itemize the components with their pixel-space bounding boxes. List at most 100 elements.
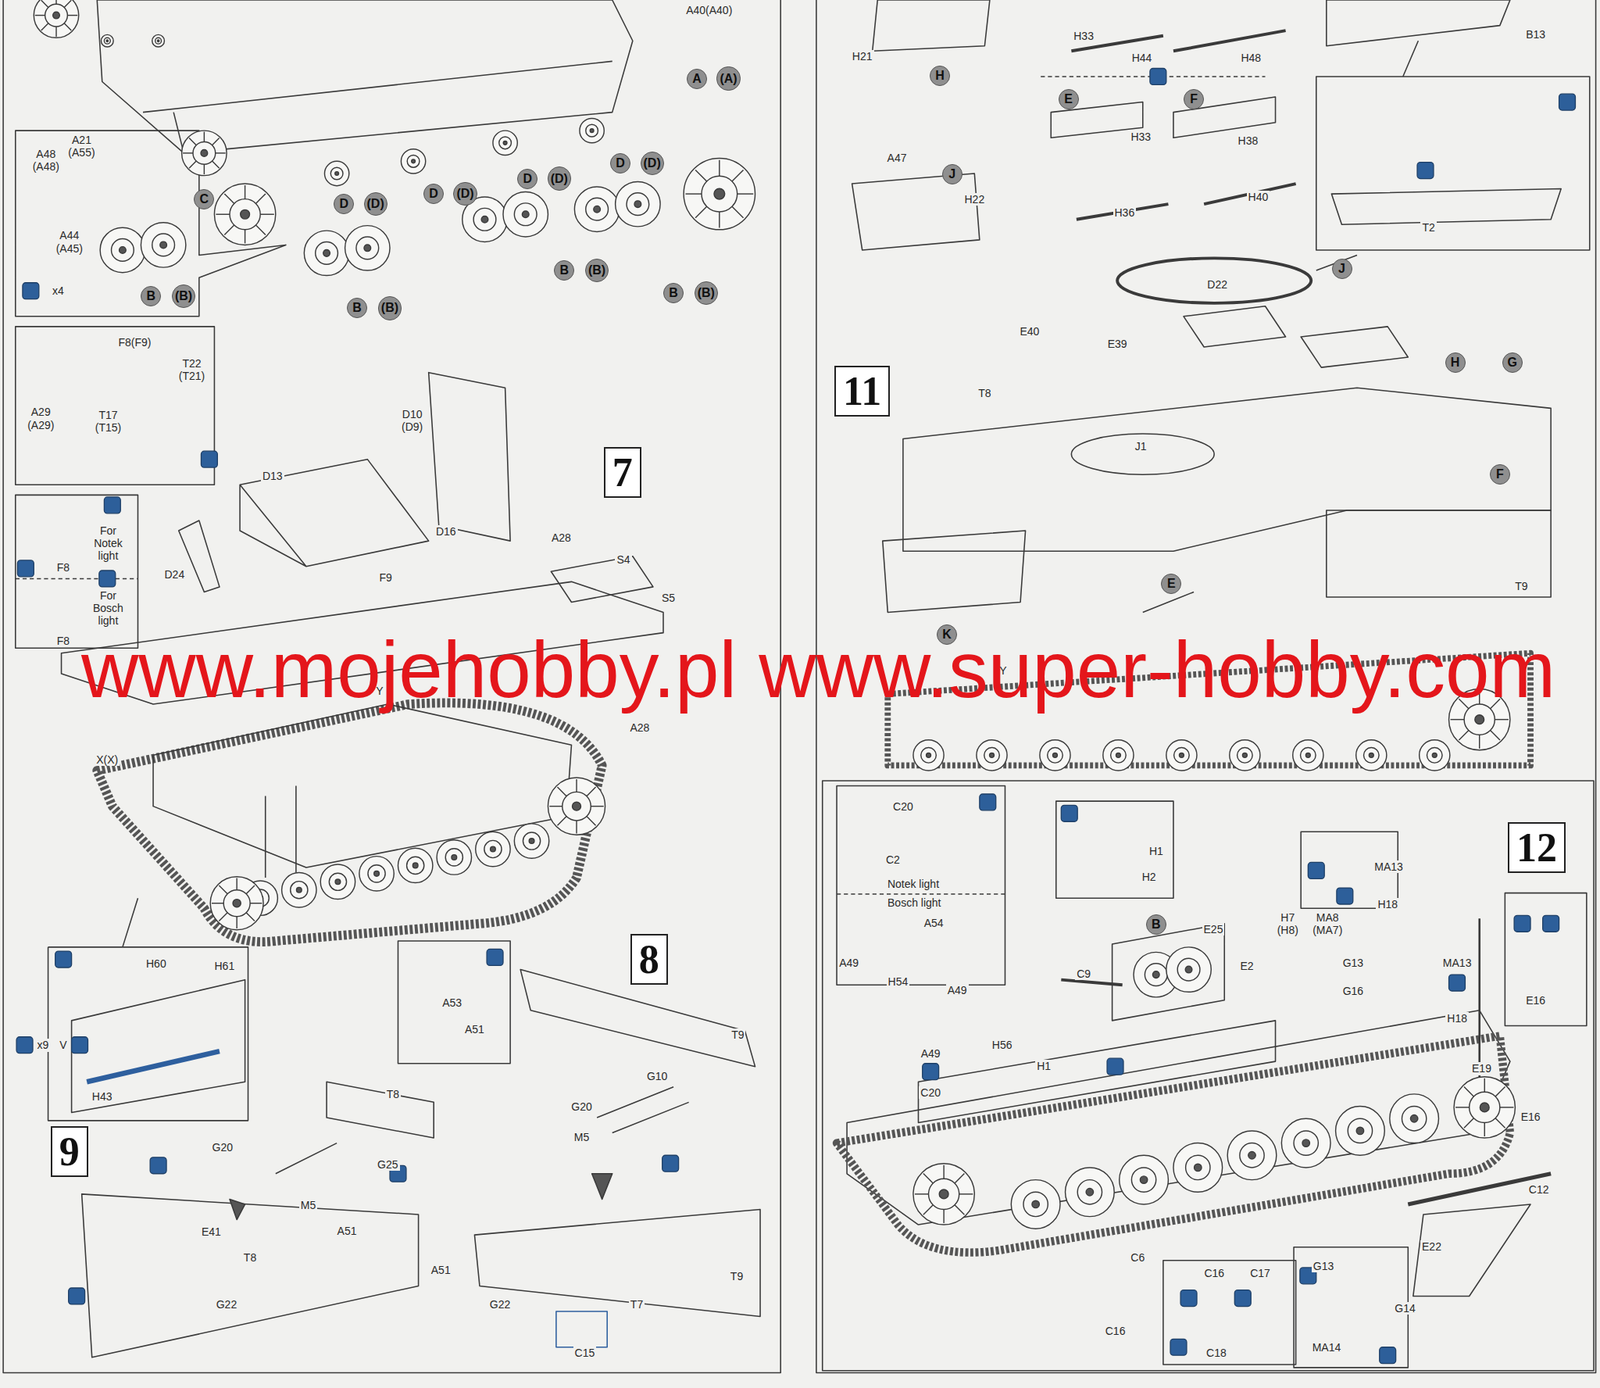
part-label: H60	[144, 957, 168, 970]
wheel-spoke	[695, 169, 708, 182]
step-number-box: 8	[630, 933, 668, 985]
wheel-hub	[328, 872, 347, 890]
road-wheel	[320, 864, 355, 899]
part-label: G22	[488, 1297, 512, 1311]
wheel-spoke	[732, 169, 744, 182]
part-label: A53	[440, 996, 464, 1009]
wheel-hub	[1110, 747, 1127, 764]
road-wheel	[1065, 1167, 1115, 1217]
wheel-hub	[1239, 1142, 1265, 1168]
wheel-hub	[585, 197, 609, 221]
wheel-spoke	[732, 206, 744, 218]
wheel-axle	[1356, 1126, 1364, 1134]
wheel-hub	[928, 1178, 960, 1209]
wheel-hub	[1293, 1130, 1318, 1155]
part-label: F8	[55, 560, 72, 574]
part-label: T9	[729, 1028, 746, 1041]
part-label: Notek light	[885, 877, 941, 890]
part-letter: C	[199, 192, 209, 207]
part-label: MA13	[1441, 956, 1474, 969]
part-letter-circle: (B)	[378, 296, 402, 320]
part-letter: J	[1338, 261, 1346, 276]
part-label: A28	[550, 531, 573, 544]
road-wheel	[345, 225, 390, 271]
part-label: A40(A40)	[684, 3, 734, 17]
wheel-axle	[714, 188, 725, 200]
wheel-spoke	[575, 820, 577, 833]
instruction-icon	[16, 1036, 33, 1054]
wheel-rim	[210, 876, 264, 930]
part-outline	[550, 556, 654, 603]
part-label: B13	[1524, 28, 1547, 41]
part-letter: H	[935, 68, 945, 83]
instruction-icon	[922, 1063, 940, 1080]
part-letter: J	[948, 167, 956, 182]
road-wheel	[1229, 739, 1261, 771]
wheel-spoke	[212, 160, 220, 168]
part-label: For Notek light	[92, 524, 125, 562]
wheel-spoke	[203, 164, 205, 175]
wheel-hub	[562, 791, 592, 821]
wheel-spoke	[1478, 734, 1480, 749]
instruction-icon	[1379, 1346, 1397, 1364]
plate	[1326, 510, 1551, 597]
part-label: A44 (A45)	[54, 228, 85, 254]
wheel-spoke	[212, 138, 220, 146]
part-letter-circle: C	[193, 189, 215, 210]
wheel-axle	[593, 205, 601, 213]
road-wheel	[436, 839, 472, 875]
part-label: E25	[1202, 922, 1225, 936]
part-letter-circle: (B)	[585, 258, 609, 283]
wheel-spoke	[255, 225, 265, 235]
part-label: A29 (A29)	[25, 405, 56, 431]
wheel-hub	[514, 203, 537, 226]
wheel-rim	[100, 227, 145, 272]
road-wheel	[547, 777, 605, 835]
wheel-spoke	[586, 816, 597, 826]
road-wheel	[1010, 1179, 1061, 1229]
step-number-box: 12	[1507, 821, 1566, 873]
wheel-hub	[1347, 1117, 1372, 1143]
part-label: x9	[35, 1038, 50, 1051]
step-number: 7	[612, 449, 633, 496]
part-letter-circle: D	[610, 153, 631, 174]
divider	[15, 578, 139, 580]
part-label: G22	[214, 1297, 239, 1311]
wheel-rim	[214, 183, 275, 245]
step-number-box: 9	[50, 1125, 89, 1177]
wheel-rim	[320, 864, 355, 899]
wheel-rim	[615, 181, 661, 226]
part-letter: A	[692, 71, 702, 86]
road-wheel	[579, 117, 604, 143]
wheel-axle	[1242, 752, 1247, 758]
road-wheel	[1335, 1106, 1386, 1156]
wheel-spoke	[1464, 1086, 1474, 1097]
part-letter: D	[522, 171, 533, 186]
part-label: T9	[728, 1269, 745, 1283]
instruction-icon	[1307, 861, 1325, 879]
part-label: C12	[1527, 1182, 1551, 1196]
part-label: A21 (A55)	[66, 133, 97, 159]
part-letter-circle: E	[1058, 89, 1079, 110]
part-label: M5	[299, 1198, 318, 1211]
wheel-axle	[1248, 1151, 1256, 1159]
wheel-rim	[1281, 1117, 1331, 1168]
instruction-icon	[71, 1036, 89, 1054]
wheel-hub	[367, 864, 386, 883]
wheel-axle	[412, 862, 418, 868]
part-label: S5	[660, 591, 677, 604]
wheel-spoke	[64, 0, 72, 8]
wheel-axle	[1479, 1102, 1490, 1112]
part-label: H21	[850, 50, 875, 63]
wheel-spoke	[246, 885, 255, 894]
wheel-hub	[1426, 747, 1443, 764]
wheel-spoke	[942, 1164, 944, 1179]
part-outline	[1407, 1173, 1551, 1204]
part-letter: H	[1450, 355, 1461, 370]
part-letter-circle: (B)	[694, 281, 718, 305]
wheel-spoke	[1494, 718, 1509, 720]
part-label: E41	[200, 1225, 223, 1238]
part-letter-circle: F	[1183, 89, 1204, 110]
road-wheel	[214, 183, 275, 245]
wheel-rim	[1166, 946, 1211, 992]
